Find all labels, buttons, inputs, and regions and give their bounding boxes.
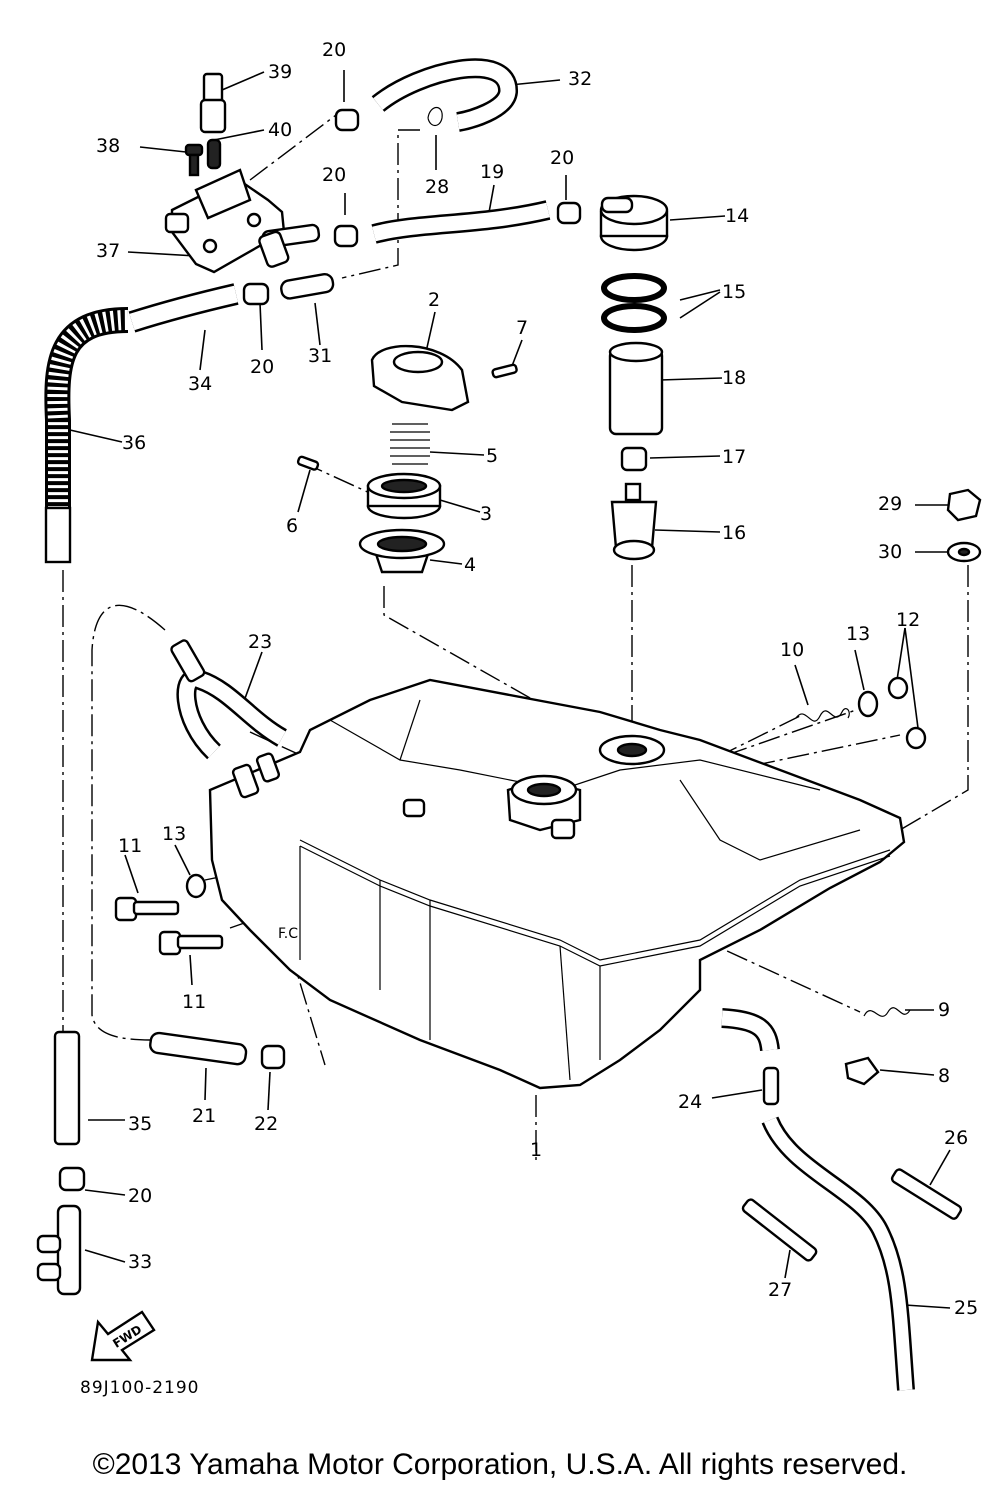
part-25-drain-hose — [761, 1116, 915, 1391]
callout-25: 25 — [954, 1297, 978, 1319]
part-14-cap — [599, 194, 669, 252]
part-4-filler-neck — [358, 528, 446, 574]
part-29-nut — [946, 488, 982, 522]
part-39-nipple — [199, 72, 227, 134]
callout-24: 24 — [678, 1091, 702, 1113]
diagram-code: 89J100-2190 — [80, 1378, 200, 1398]
callout-5: 5 — [486, 445, 498, 467]
callout-12: 12 — [896, 609, 920, 631]
part-19-hose — [371, 200, 551, 244]
part-20-clamp-right — [556, 201, 582, 225]
part-11-bolt-upper — [114, 896, 180, 922]
callout-32: 32 — [568, 68, 592, 90]
part-6-pin — [296, 455, 320, 471]
callout-6: 6 — [286, 515, 298, 537]
part-13-washer-left — [185, 873, 207, 899]
callout-11a: 11 — [118, 835, 142, 857]
part-35-pipe — [53, 1030, 81, 1146]
callout-20e: 20 — [128, 1185, 152, 1207]
part-5-spring — [390, 423, 430, 465]
callout-22: 22 — [254, 1113, 278, 1135]
part-1-fuel-tank: F.C — [208, 678, 906, 1090]
callout-3: 3 — [480, 503, 492, 525]
part-20-clamp-top — [334, 108, 360, 132]
part-30-washer — [946, 541, 982, 563]
callout-39: 39 — [268, 61, 292, 83]
callout-34: 34 — [188, 373, 212, 395]
callout-31: 31 — [308, 345, 332, 367]
callout-13b: 13 — [162, 823, 186, 845]
part-8-clip — [844, 1056, 880, 1086]
callout-13a: 13 — [846, 623, 870, 645]
callout-11b: 11 — [182, 991, 206, 1013]
part-26-band — [890, 1168, 963, 1220]
part-27-band — [741, 1198, 818, 1262]
callout-33: 33 — [128, 1251, 152, 1273]
callout-23: 23 — [248, 631, 272, 653]
callout-19: 19 — [480, 161, 504, 183]
callout-9: 9 — [938, 999, 950, 1021]
part-11-bolt-lower — [158, 930, 224, 956]
part-23-vent-hose — [170, 639, 288, 760]
callout-14: 14 — [725, 205, 749, 227]
part-36-corrugated-hose — [44, 307, 129, 564]
part-17-clip — [620, 446, 648, 472]
fwd-arrow: FWD — [90, 1310, 156, 1362]
callout-17: 17 — [722, 446, 746, 468]
callout-15: 15 — [722, 281, 746, 303]
part-32-hose — [371, 58, 518, 132]
callout-28: 28 — [425, 176, 449, 198]
part-2-filler-cap — [370, 344, 470, 412]
part-28-clip — [427, 106, 443, 127]
part-20-clamp-bottom — [58, 1166, 86, 1192]
part-20-clamp-left — [242, 282, 270, 306]
callout-20d: 20 — [250, 356, 274, 378]
callout-27: 27 — [768, 1279, 792, 1301]
part-34-hose — [128, 283, 239, 333]
part-16-strainer — [610, 482, 658, 561]
callout-35: 35 — [128, 1113, 152, 1135]
callout-29: 29 — [878, 493, 902, 515]
callout-20b: 20 — [322, 164, 346, 186]
callout-18: 18 — [722, 367, 746, 389]
part-15-rings — [601, 273, 667, 333]
callout-10: 10 — [780, 639, 804, 661]
callout-21: 21 — [192, 1105, 216, 1127]
callout-8: 8 — [938, 1065, 950, 1087]
part-38-screw — [184, 143, 204, 177]
callout-1: 1 — [530, 1139, 542, 1161]
callout-20c: 20 — [550, 147, 574, 169]
part-21-hose — [149, 1031, 248, 1066]
part-7-pin — [491, 363, 518, 379]
part-22-clamp — [260, 1044, 286, 1070]
part-20-clamp-mid — [333, 224, 359, 248]
callout-30: 30 — [878, 541, 902, 563]
callout-38: 38 — [96, 135, 120, 157]
part-24-joint — [762, 1066, 780, 1106]
part-24-elbow-hose — [721, 1008, 780, 1052]
part-37-fuel-cock — [164, 168, 321, 274]
part-31-fitting — [280, 273, 335, 300]
callout-40: 40 — [268, 119, 292, 141]
part-12-damper — [887, 676, 927, 750]
part-10-spring — [795, 708, 850, 722]
callout-4: 4 — [464, 554, 476, 576]
svg-text:F.C: F.C — [278, 926, 298, 942]
part-33-joint — [36, 1204, 82, 1296]
part-40-spring — [206, 138, 222, 170]
callout-20a: 20 — [322, 39, 346, 61]
part-13-washer-top — [857, 690, 879, 718]
callout-16: 16 — [722, 522, 746, 544]
part-9-spring — [863, 1007, 911, 1017]
callout-26: 26 — [944, 1127, 968, 1149]
copyright-notice: ©2013 Yamaha Motor Corporation, U.S.A. A… — [92, 1448, 908, 1481]
callout-2: 2 — [428, 289, 440, 311]
callout-7: 7 — [516, 317, 528, 339]
part-3-seal — [366, 472, 442, 520]
callout-36: 36 — [122, 432, 146, 454]
part-18-filter — [608, 341, 664, 436]
callout-37: 37 — [96, 240, 120, 262]
